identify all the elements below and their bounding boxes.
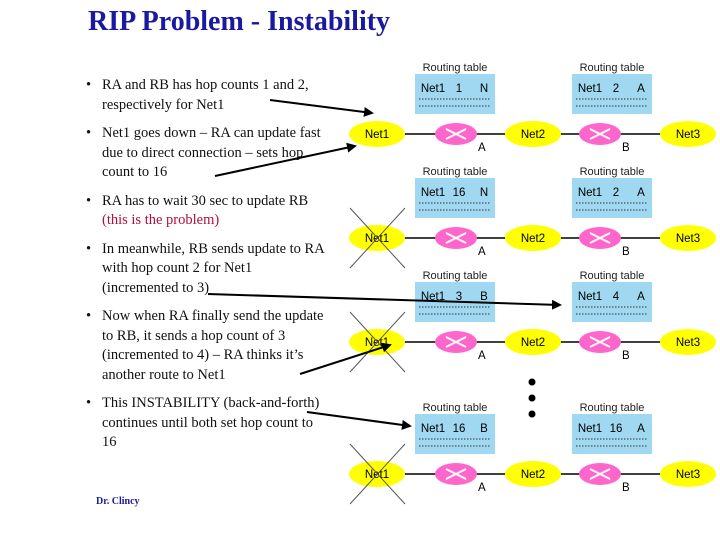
network-label: Net2 bbox=[521, 337, 545, 349]
network-label: Net3 bbox=[676, 233, 700, 245]
router-a-routing-table bbox=[415, 178, 495, 218]
network-net1 bbox=[349, 121, 405, 147]
net1-down-cross bbox=[349, 311, 406, 373]
router-cross-line bbox=[589, 232, 611, 244]
network-label: Net3 bbox=[676, 469, 700, 481]
routing-table-caption: Routing table bbox=[423, 270, 488, 282]
router-label: A bbox=[478, 350, 486, 362]
router-label: B bbox=[622, 246, 630, 258]
pointer-arrow bbox=[269, 99, 374, 117]
routing-table-cell: Net1 bbox=[578, 187, 602, 199]
routing-table-cell: Net1 bbox=[421, 423, 445, 435]
routing-table-cell: 3 bbox=[456, 291, 462, 303]
routing-table-caption: Routing table bbox=[580, 166, 645, 178]
router-cross-line bbox=[445, 336, 467, 348]
router-cross-line bbox=[445, 232, 467, 244]
network-label: Net3 bbox=[676, 337, 700, 349]
bullet-item: Now when RA finally send the update to R… bbox=[86, 307, 326, 385]
router-cross-line bbox=[589, 128, 611, 140]
router-cross-line bbox=[445, 128, 467, 140]
router-label: B bbox=[622, 482, 630, 494]
ellipsis-dot bbox=[528, 378, 536, 386]
routing-table-cell: Net1 bbox=[578, 83, 602, 95]
network-label: Net2 bbox=[521, 233, 545, 245]
router-b-routing-table bbox=[572, 178, 652, 218]
router-label: A bbox=[478, 482, 486, 494]
routing-table-caption: Routing table bbox=[580, 270, 645, 282]
router-cross-line bbox=[445, 468, 467, 480]
router-label: B bbox=[622, 142, 630, 154]
network-net3 bbox=[660, 461, 716, 487]
network-net2 bbox=[505, 461, 561, 487]
routing-table-cell: 4 bbox=[613, 291, 620, 303]
router-b-routing-table bbox=[572, 282, 652, 322]
problem-highlight: (this is the problem) bbox=[102, 212, 220, 228]
pointer-arrow bbox=[207, 293, 562, 310]
routing-table-caption: Routing table bbox=[580, 402, 645, 414]
bullet-item: Net1 goes down – RA can update fast due … bbox=[86, 124, 326, 183]
pointer-arrow bbox=[214, 142, 357, 177]
routing-table-cell: 16 bbox=[610, 423, 623, 435]
routing-table-caption: Routing table bbox=[423, 62, 488, 74]
router-a-routing-table bbox=[415, 414, 495, 454]
router-a-routing-table bbox=[415, 74, 495, 114]
router-label: B bbox=[622, 350, 630, 362]
routing-table-cell: A bbox=[637, 187, 645, 199]
bullet-item: In meanwhile, RB sends update to RA with… bbox=[86, 240, 326, 299]
network-net2 bbox=[505, 225, 561, 251]
network-label: Net2 bbox=[521, 469, 545, 481]
bullet-list: RA and RB has hop counts 1 and 2, respec… bbox=[86, 76, 326, 453]
ellipsis-dot bbox=[528, 410, 536, 418]
footer-author: Dr. Clincy bbox=[96, 496, 140, 507]
routing-table-cell: Net1 bbox=[421, 83, 445, 95]
router-cross-line bbox=[589, 336, 611, 348]
slide-title: RIP Problem - Instability bbox=[88, 6, 391, 37]
routing-table-cell: Net1 bbox=[421, 187, 445, 199]
network-net3 bbox=[660, 225, 716, 251]
router-b-routing-table bbox=[572, 74, 652, 114]
routing-table-cell: 2 bbox=[613, 83, 619, 95]
network-net3 bbox=[660, 329, 716, 355]
routing-table-cell: 2 bbox=[613, 187, 619, 199]
bullet-item: RA and RB has hop counts 1 and 2, respec… bbox=[86, 76, 326, 115]
routing-table-caption: Routing table bbox=[423, 402, 488, 414]
routing-table-cell: 1 bbox=[456, 83, 462, 95]
network-label: Net1 bbox=[365, 129, 389, 141]
bullet-item: This INSTABILITY (back-and-forth) contin… bbox=[86, 394, 326, 453]
routing-table-cell: N bbox=[480, 83, 488, 95]
bullet-item: RA has to wait 30 sec to update RB (this… bbox=[86, 192, 326, 231]
net1-down-cross bbox=[349, 443, 406, 505]
network-net2 bbox=[505, 121, 561, 147]
routing-table-caption: Routing table bbox=[423, 166, 488, 178]
network-label: Net3 bbox=[676, 129, 700, 141]
routing-table-cell: B bbox=[480, 423, 488, 435]
routing-table-cell: A bbox=[637, 423, 645, 435]
pointer-arrow bbox=[299, 342, 392, 375]
net1-down-cross bbox=[349, 207, 406, 269]
router-label: A bbox=[478, 246, 486, 258]
router-b-routing-table bbox=[572, 414, 652, 454]
network-net3 bbox=[660, 121, 716, 147]
routing-table-cell: 16 bbox=[453, 423, 466, 435]
routing-table-caption: Routing table bbox=[580, 62, 645, 74]
routing-table-cell: 16 bbox=[453, 187, 466, 199]
routing-table-cell: A bbox=[637, 291, 645, 303]
network-net2 bbox=[505, 329, 561, 355]
routing-table-cell: N bbox=[480, 187, 488, 199]
ellipsis-dot bbox=[528, 394, 536, 402]
router-cross-line bbox=[589, 468, 611, 480]
pointer-arrow bbox=[306, 411, 412, 430]
routing-table-cell: B bbox=[480, 291, 488, 303]
routing-table-cell: Net1 bbox=[578, 291, 602, 303]
network-label: Net2 bbox=[521, 129, 545, 141]
routing-table-cell: Net1 bbox=[578, 423, 602, 435]
routing-table-cell: A bbox=[637, 83, 645, 95]
router-label: A bbox=[478, 142, 486, 154]
